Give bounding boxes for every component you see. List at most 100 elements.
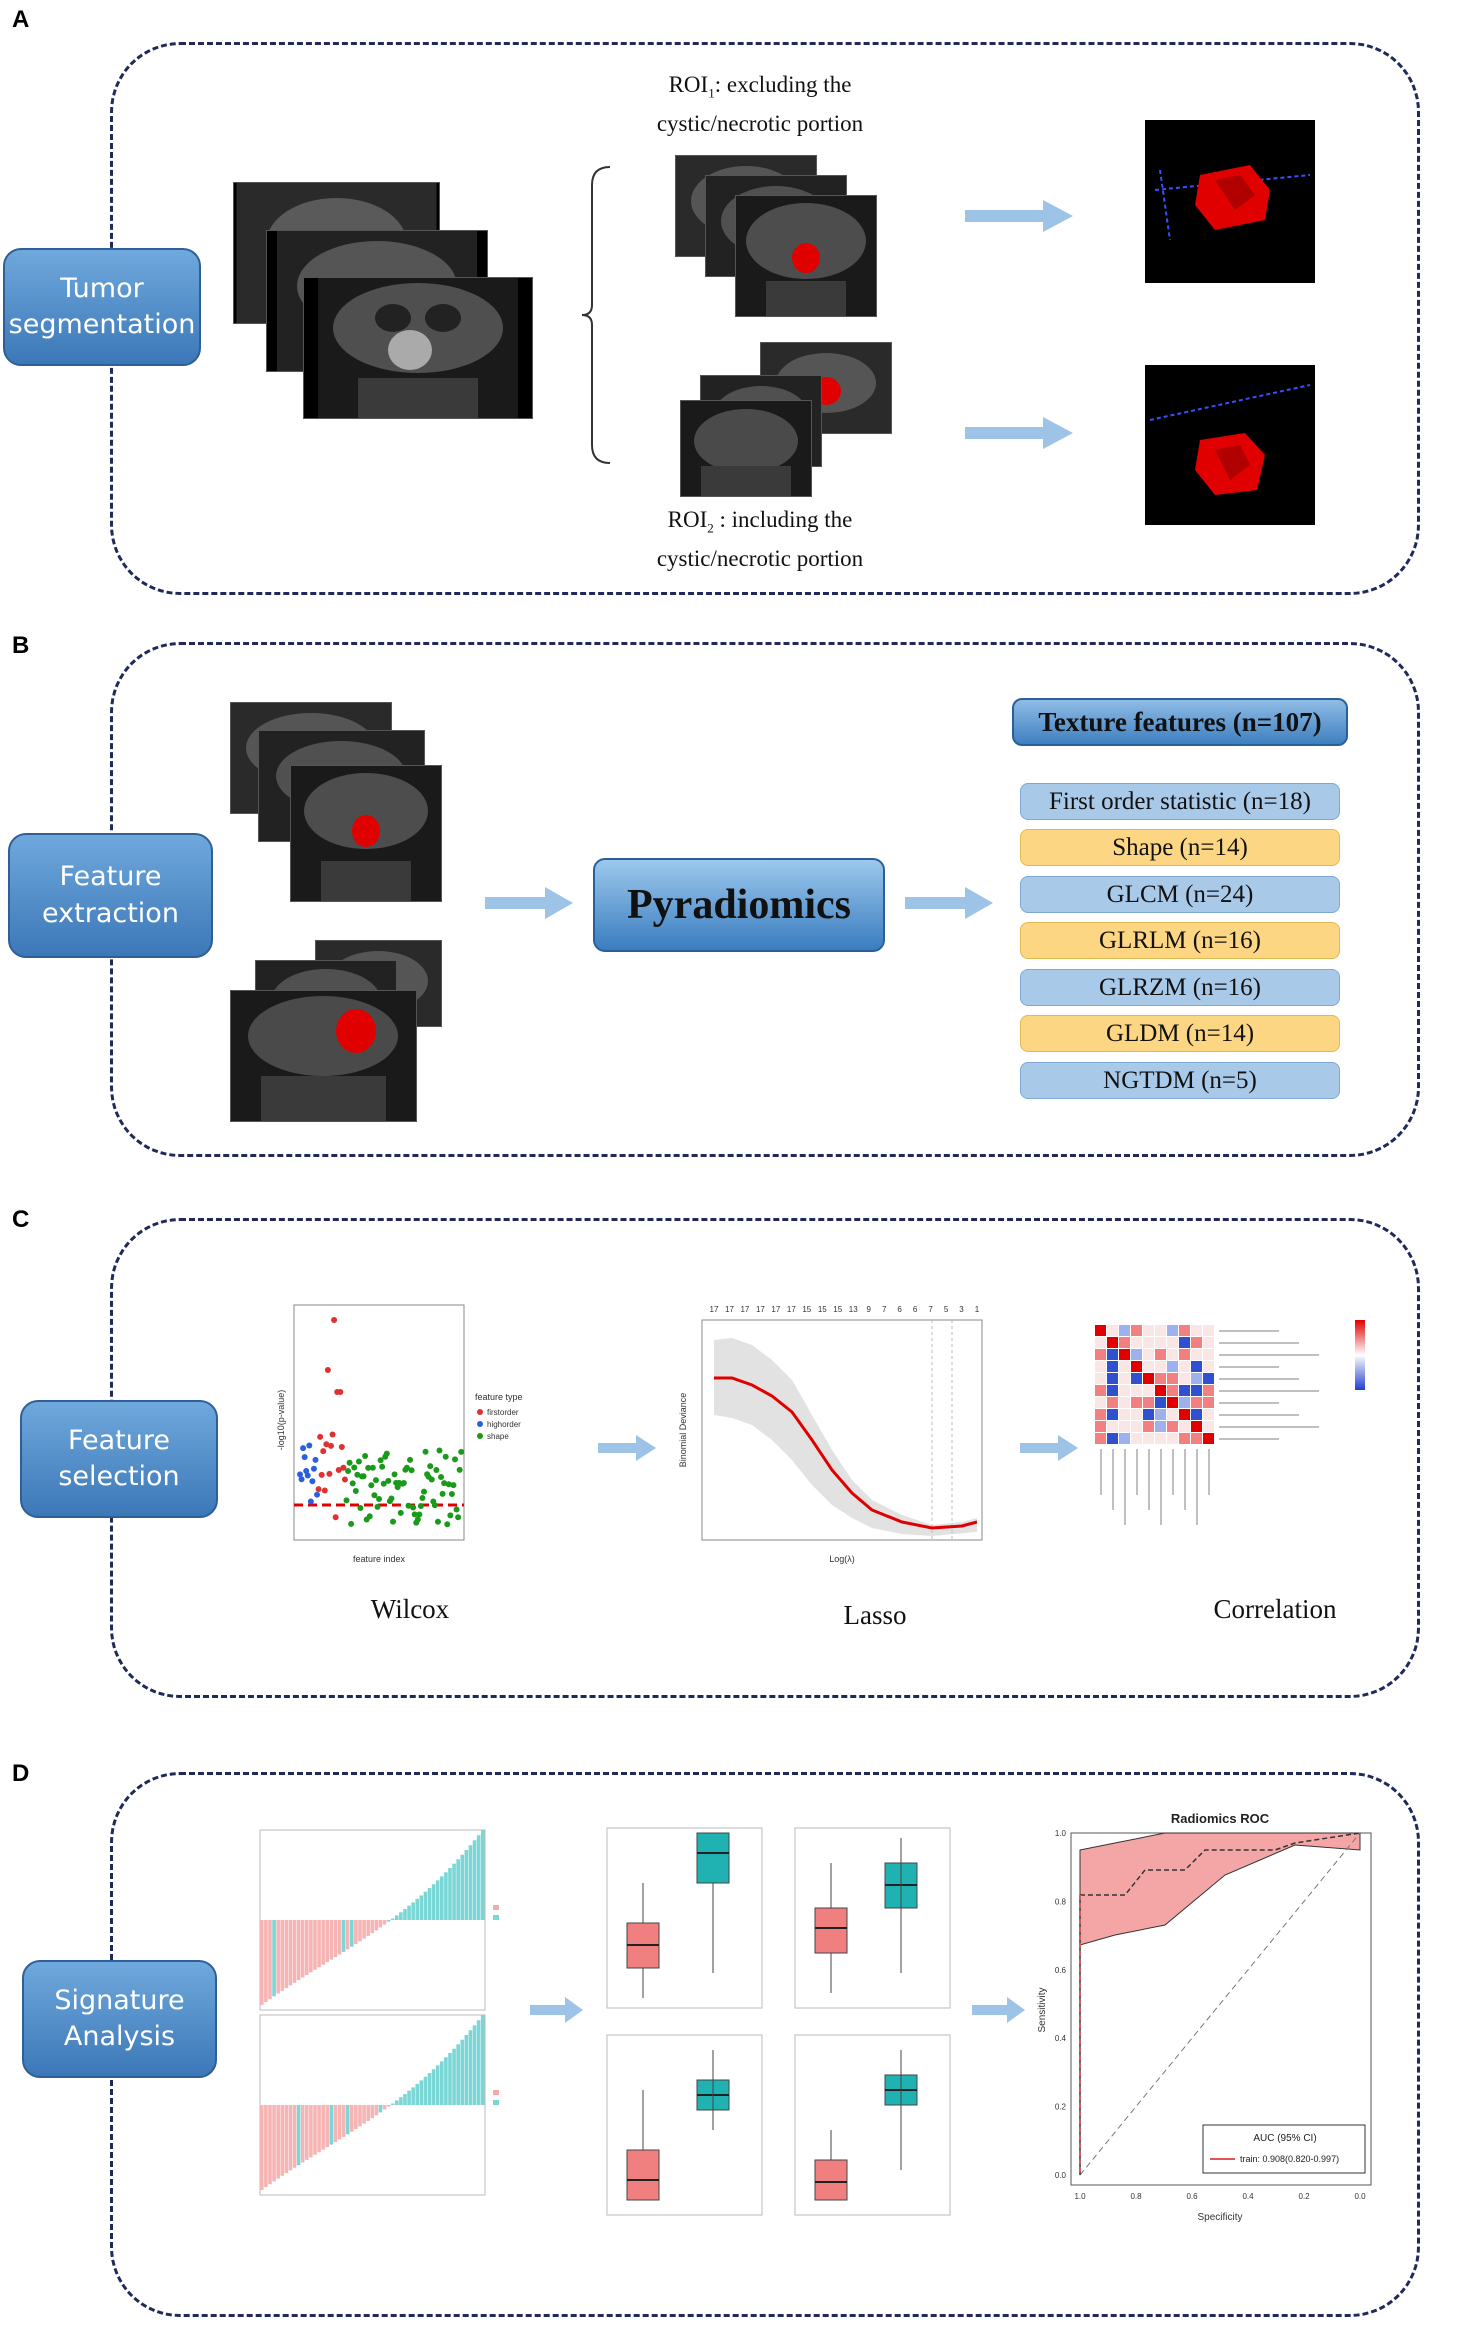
heatmap-cell	[1167, 1373, 1178, 1384]
heatmap-cell	[1179, 1385, 1190, 1396]
waterfall-bar	[448, 1868, 452, 1920]
heatmap-cell	[1191, 1325, 1202, 1336]
wilcox-point	[441, 1480, 448, 1487]
waterfall-bar	[280, 1920, 285, 1991]
wilcox-point	[439, 1490, 446, 1497]
heatmap-cell	[1131, 1433, 1142, 1444]
waterfall-bar	[329, 2105, 334, 2145]
texture-features-header: Texture features (n=107)	[1012, 698, 1348, 746]
wilcox-point	[379, 1463, 386, 1470]
waterfall-bar	[350, 2105, 354, 2132]
heatmap-cell	[1191, 1397, 1202, 1408]
lasso-top-count: 17	[771, 1305, 780, 1314]
waterfall-bar	[472, 1840, 477, 1920]
lasso-top-count: 9	[866, 1305, 871, 1314]
roi1-slice-3	[735, 195, 877, 317]
wilcox-point	[448, 1491, 455, 1498]
lasso-top-count: 15	[818, 1305, 827, 1314]
roc-ytick: 0.2	[1055, 2103, 1067, 2112]
heatmap-cell	[1191, 1385, 1202, 1396]
heatmap-cell	[1191, 1361, 1202, 1372]
waterfall-bar	[395, 2100, 399, 2105]
feature-item-glcm: GLCM (n=24)	[1020, 876, 1340, 913]
waterfall-bar	[337, 1920, 342, 1955]
heatmap-cell	[1119, 1433, 1130, 1444]
wilcox-point	[444, 1521, 451, 1528]
wilcox-point	[360, 1473, 367, 1480]
waterfall-bar	[403, 2094, 407, 2105]
heatmap-cell	[1155, 1373, 1166, 1384]
roc-yticks: 0.00.20.40.60.81.0	[1055, 1829, 1067, 2180]
lasso-top-count: 17	[740, 1305, 749, 1314]
heatmap-cell	[1191, 1349, 1202, 1360]
wilcox-point	[326, 1470, 333, 1477]
wilcox-point	[307, 1498, 314, 1505]
waterfall-bar	[480, 1830, 485, 1920]
panel-b-letter: B	[12, 632, 30, 659]
lasso-top-count: 17	[725, 1305, 734, 1314]
arrow-a2	[965, 417, 1073, 449]
heatmap-cell	[1203, 1409, 1214, 1420]
correlation-heatmap	[1095, 1320, 1365, 1525]
boxplot-4	[794, 2034, 951, 2216]
waterfall-bar	[448, 2053, 452, 2105]
waterfall-bar	[468, 2030, 473, 2105]
heatmap-cell	[1167, 1433, 1178, 1444]
stage-d-line1: Signature	[54, 1984, 185, 2016]
heatmap-cells	[1095, 1325, 1214, 1444]
heatmap-cell	[1119, 1325, 1130, 1336]
wilcox-point	[434, 1518, 441, 1525]
waterfall-bar	[390, 1918, 395, 1920]
heatmap-cell	[1107, 1325, 1118, 1336]
waterfall-bar	[313, 2105, 317, 2155]
waterfall-bar	[309, 1920, 313, 1973]
wilcox-point	[377, 1457, 384, 1464]
wilcox-point	[455, 1514, 462, 1521]
lasso-top-count: 5	[944, 1305, 949, 1314]
wilcox-point	[414, 1516, 421, 1523]
waterfall-bar	[476, 1835, 481, 1920]
waterfall-bar	[260, 1920, 264, 2005]
waterfall-bar	[350, 1920, 354, 1947]
waterfall-bar	[341, 2105, 346, 2137]
wilcox-point	[324, 1367, 331, 1373]
waterfall-bar	[321, 1920, 325, 1965]
heatmap-cell	[1131, 1385, 1142, 1396]
wilcox-point	[355, 1458, 362, 1465]
heatmap-cell	[1179, 1361, 1190, 1372]
waterfall-bar	[382, 1920, 387, 1925]
heatmap-cell	[1119, 1361, 1130, 1372]
waterfall-plot-bottom	[259, 2014, 499, 2196]
heatmap-cell	[1095, 1397, 1106, 1408]
wilcox-point	[433, 1467, 440, 1474]
wilcox-point	[397, 1509, 404, 1516]
heatmap-cell	[1203, 1373, 1214, 1384]
wilcox-point	[372, 1477, 379, 1484]
wilcox-point	[419, 1495, 426, 1502]
wilcox-point	[343, 1497, 350, 1504]
waterfall-plot-top	[259, 1829, 499, 2011]
waterfall-bar	[329, 1920, 334, 1960]
waterfall-bar	[419, 1895, 424, 1920]
heatmap-cell	[1203, 1325, 1214, 1336]
heatmap-cell	[1203, 1349, 1214, 1360]
heatmap-cell	[1155, 1397, 1166, 1408]
bracket	[581, 166, 611, 464]
wilcox-point	[390, 1518, 396, 1525]
waterfall-bar	[386, 1920, 391, 1922]
waterfall-bar	[276, 2105, 280, 2179]
wilcox-point	[416, 1511, 423, 1518]
heatmap-cell	[1179, 1433, 1190, 1444]
waterfall-bar	[431, 2069, 436, 2105]
boxplot-3	[606, 2034, 763, 2216]
waterfall-bar	[456, 1859, 460, 1920]
wilcox-point	[403, 1464, 410, 1471]
heatmap-cell	[1143, 1433, 1154, 1444]
wilcox-point	[422, 1448, 429, 1455]
wilcox-point	[309, 1478, 316, 1485]
waterfall-bar	[460, 2039, 465, 2105]
waterfall-bar	[464, 2035, 469, 2105]
heatmap-cell	[1119, 1349, 1130, 1360]
